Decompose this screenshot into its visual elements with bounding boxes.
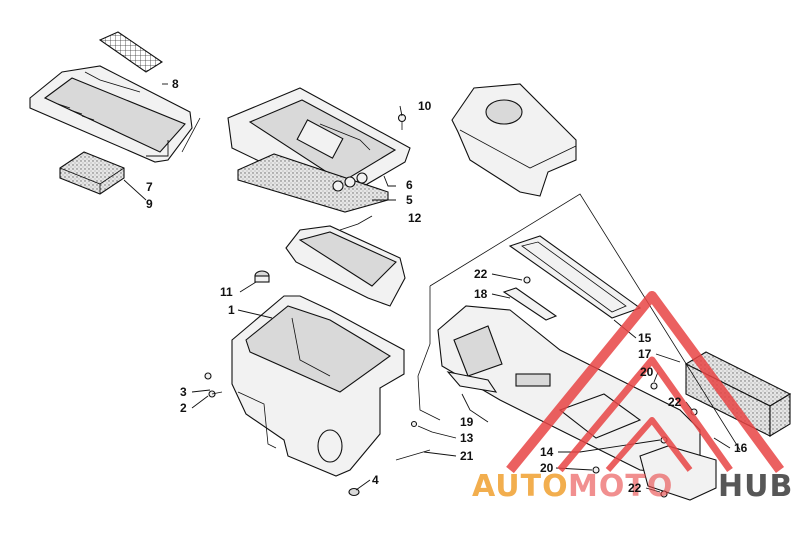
callout-15: 15 xyxy=(638,331,652,345)
leader-lines xyxy=(123,83,731,493)
part-11-knob xyxy=(254,270,270,283)
callout-6: 6 xyxy=(406,178,413,192)
callout-13: 13 xyxy=(460,431,474,445)
part-6-base-plate xyxy=(227,87,411,201)
part-22-nut-top xyxy=(523,276,531,284)
part-13-rod xyxy=(410,343,441,428)
callout-5: 5 xyxy=(406,193,413,207)
callout-16: 16 xyxy=(734,441,748,455)
callout-22-mid: 22 xyxy=(668,395,682,409)
callout-9: 9 xyxy=(146,197,153,211)
part-10-screw xyxy=(397,113,407,130)
callout-3: 3 xyxy=(180,385,187,399)
part-5-foam-gasket xyxy=(237,153,389,213)
callout-2: 2 xyxy=(180,401,187,415)
part-22-nut-lower xyxy=(660,490,668,498)
part-2-3-fasteners xyxy=(204,372,223,398)
callout-22-lower: 22 xyxy=(628,481,642,495)
watermark-text-auto: AUTO xyxy=(472,469,569,504)
part-7-cover xyxy=(29,65,193,163)
callout-10: 10 xyxy=(418,99,432,113)
part-4-grommet xyxy=(348,487,360,497)
callout-18: 18 xyxy=(474,287,488,301)
callout-7: 7 xyxy=(146,180,153,194)
watermark-text-hub: HUB xyxy=(718,469,793,504)
callout-19: 19 xyxy=(460,415,474,429)
callout-22-top: 22 xyxy=(474,267,488,281)
silencer-cover xyxy=(451,83,577,197)
callout-12: 12 xyxy=(408,211,422,225)
callout-17: 17 xyxy=(638,347,652,361)
part-12-filter xyxy=(285,225,406,307)
part-20-nut-upper xyxy=(650,382,658,390)
part-1-air-box xyxy=(231,295,405,477)
callout-1: 1 xyxy=(228,303,235,317)
watermark-text-moto: MOTO xyxy=(568,469,673,504)
callout-20-lower: 20 xyxy=(540,461,554,475)
callout-14: 14 xyxy=(540,445,554,459)
callouts: 8 7 9 10 6 5 12 11 1 3 2 4 22 18 19 13 2… xyxy=(146,77,748,495)
part-8-grille xyxy=(98,31,164,73)
callout-4: 4 xyxy=(372,473,379,487)
callout-8: 8 xyxy=(172,77,179,91)
callout-20-upper: 20 xyxy=(640,365,654,379)
callout-21: 21 xyxy=(460,449,474,463)
part-19-latch xyxy=(446,371,498,393)
part-18-bracket xyxy=(502,287,558,321)
part-20-nut-lower xyxy=(592,466,600,474)
watermark-triangle xyxy=(506,291,785,474)
part-9-foam xyxy=(59,151,125,195)
callout-11: 11 xyxy=(220,285,233,299)
watermark: AUTO MOTO HUB xyxy=(472,291,793,504)
